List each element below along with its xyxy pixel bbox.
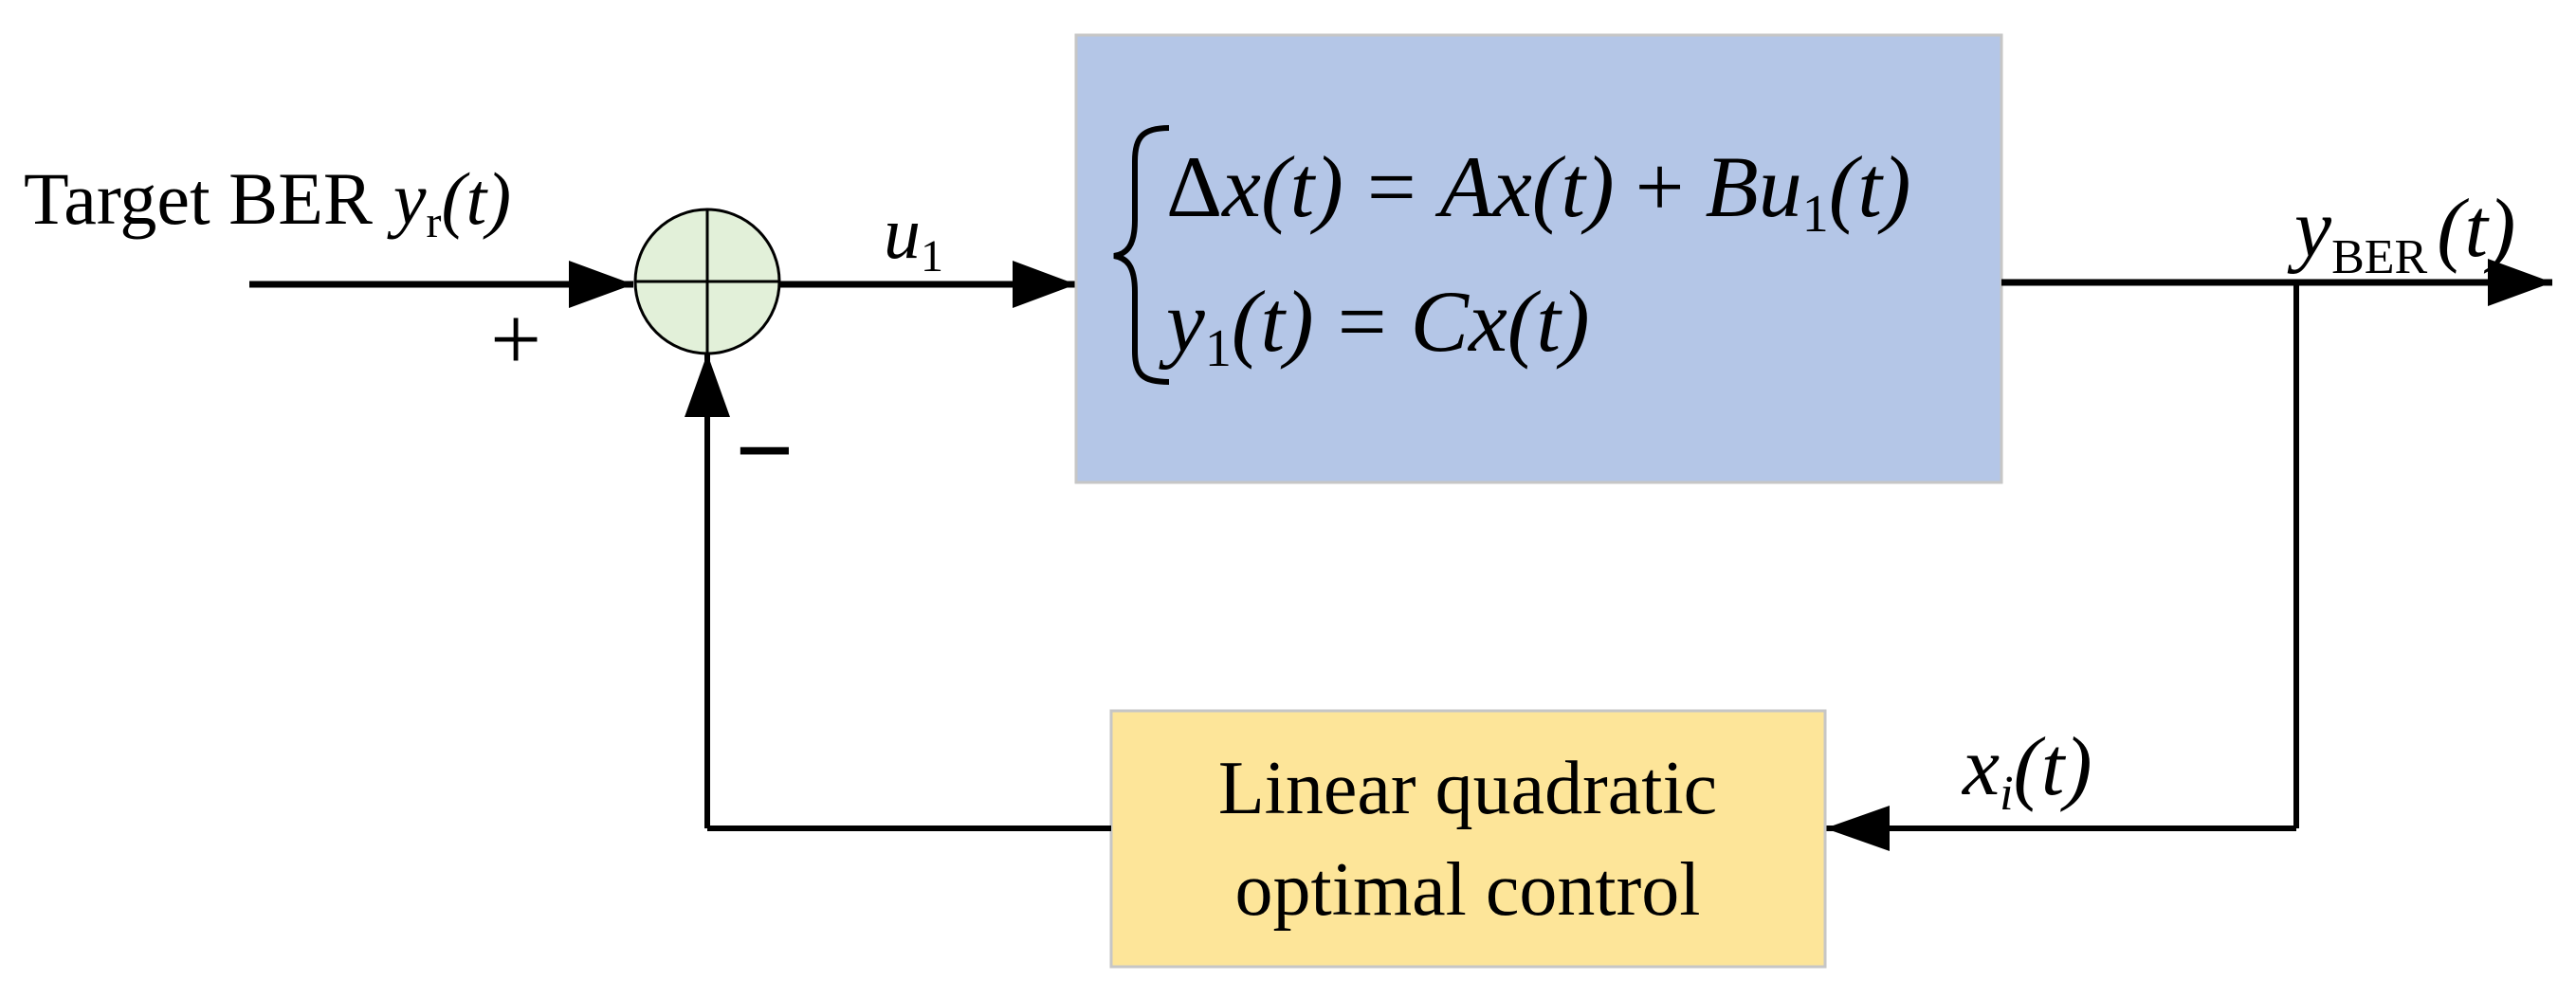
plant-output-equation: y1(t)=Cx(t) (1159, 273, 1590, 378)
plant-state-equation: Δx(t)=Ax(t)+Bu1(t) (1166, 138, 1911, 244)
control-signal-label: u1 (884, 191, 943, 281)
output-arrowhead (2488, 259, 2552, 306)
controller-output-arrowhead (685, 354, 730, 417)
summing-junction (633, 208, 781, 355)
feedback-state-label: xi(t) (1961, 721, 2092, 821)
controller-label-line1: Linear quadratic (1218, 747, 1717, 830)
plant-equation-brace (1113, 125, 1170, 385)
plus-sign: + (490, 288, 541, 390)
feedback-arrowhead (1825, 806, 1890, 851)
minus-sign: − (735, 392, 795, 508)
controller-block (1109, 709, 1827, 969)
controller-label-line2: optimal control (1234, 848, 1700, 932)
input-arrowhead (569, 261, 633, 308)
output-label: yBER(t) (2287, 183, 2515, 284)
control-signal-arrowhead (1013, 261, 1076, 308)
plant-block (1074, 33, 2003, 484)
